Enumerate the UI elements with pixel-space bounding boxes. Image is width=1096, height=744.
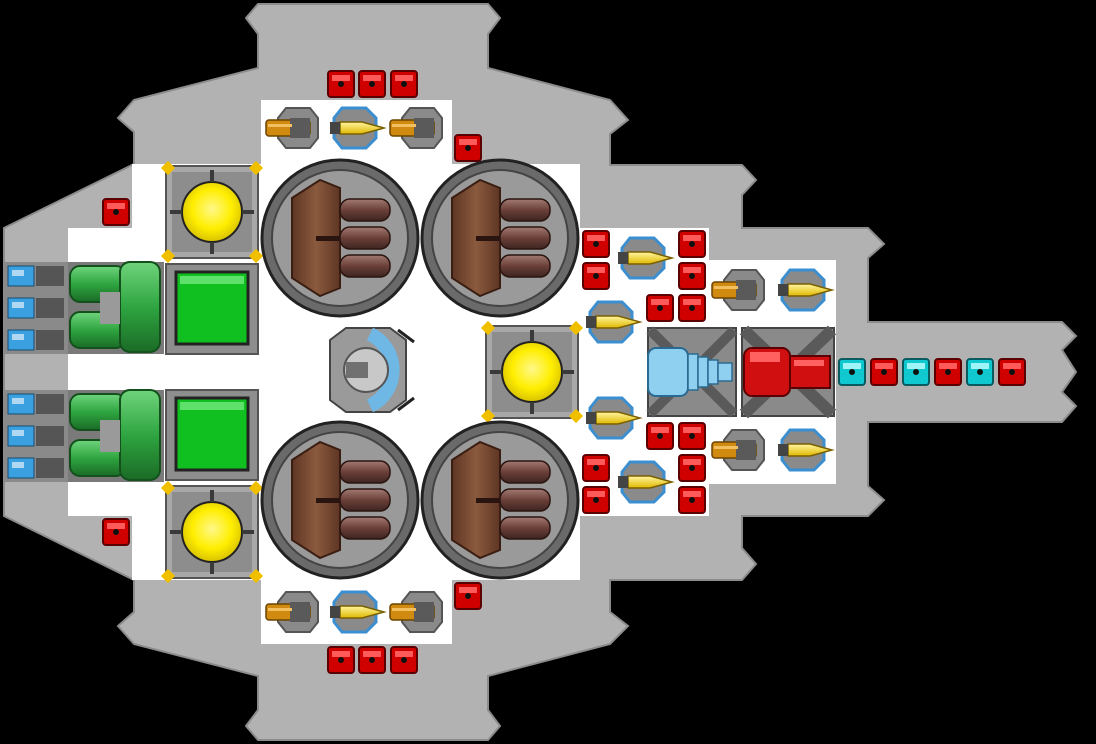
reactors <box>160 160 584 584</box>
armor-block-cyan <box>966 358 994 386</box>
armor-blocks <box>102 70 1026 674</box>
engine-pipes-bottom <box>68 389 164 482</box>
laser-turret <box>778 268 835 312</box>
armor-block-red <box>454 582 482 610</box>
gatling-turret <box>389 107 443 149</box>
hangar-bays <box>260 158 580 580</box>
armor-block-red <box>454 134 482 162</box>
reactor <box>160 160 264 264</box>
laser-turret <box>778 428 835 472</box>
armor-block-cyan <box>838 358 866 386</box>
thruster-group-bottom <box>4 390 68 482</box>
railgun <box>646 326 738 418</box>
armor-block-red <box>358 646 386 674</box>
armor-block-red <box>934 358 962 386</box>
reactor <box>160 480 264 584</box>
armor-block-red <box>582 486 610 514</box>
turrets <box>265 106 835 634</box>
laser-turret <box>586 300 643 344</box>
armor-block-red <box>678 262 706 290</box>
armor-block-red <box>646 294 674 322</box>
hull-interior <box>68 100 836 644</box>
laser-turret <box>586 396 643 440</box>
armor-block-red <box>646 422 674 450</box>
armor-block-red <box>678 422 706 450</box>
hangar-bay <box>260 158 420 318</box>
fuel-tank-top <box>165 263 259 355</box>
armor-block-red <box>582 454 610 482</box>
gatling-turret <box>265 107 319 149</box>
gatling-turret <box>711 429 765 471</box>
laser-turret <box>330 106 387 150</box>
gatling-turret <box>711 269 765 311</box>
reactor <box>480 320 584 424</box>
hangar-bay <box>420 420 580 580</box>
armor-block-red <box>678 294 706 322</box>
cockpit <box>329 327 415 413</box>
armor-block-red <box>678 230 706 258</box>
armor-block-red <box>870 358 898 386</box>
thruster-group-top <box>4 262 68 354</box>
armor-block-red <box>678 486 706 514</box>
hangar-bay <box>420 158 580 318</box>
fuel-tank-bottom <box>165 389 259 481</box>
armor-block-red <box>327 70 355 98</box>
armor-block-red <box>102 198 130 226</box>
gatling-turret <box>265 591 319 633</box>
armor-block-red <box>102 518 130 546</box>
armor-block-red <box>998 358 1026 386</box>
laser-turret <box>618 460 675 504</box>
hangar-bay <box>260 420 420 580</box>
plasma-cannon <box>739 325 837 419</box>
armor-block-cyan <box>902 358 930 386</box>
armor-block-red <box>582 230 610 258</box>
engine-pipes-top <box>68 261 164 354</box>
armor-block-red <box>390 70 418 98</box>
laser-turret <box>330 590 387 634</box>
armor-block-red <box>582 262 610 290</box>
armor-block-red <box>678 454 706 482</box>
armor-block-red <box>327 646 355 674</box>
laser-turret <box>618 236 675 280</box>
gatling-turret <box>389 591 443 633</box>
armor-block-red <box>358 70 386 98</box>
armor-block-red <box>390 646 418 674</box>
